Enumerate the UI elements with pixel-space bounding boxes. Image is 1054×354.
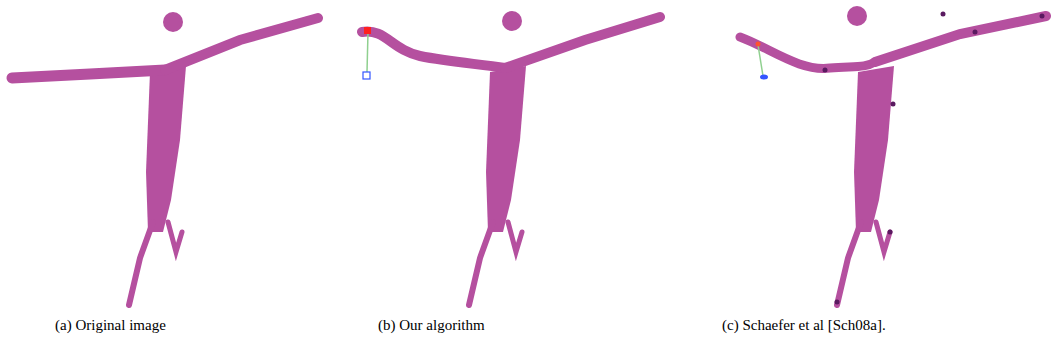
figure-caption: (c) Schaefer et al [Sch08a]. [722,316,886,334]
figure-caption: (b) Our algorithm [378,316,485,334]
comparison-figure [740,6,1046,305]
figure-caption: (a) Original image [55,316,166,334]
original-figure [12,12,318,305]
deformed-figure [362,11,660,305]
